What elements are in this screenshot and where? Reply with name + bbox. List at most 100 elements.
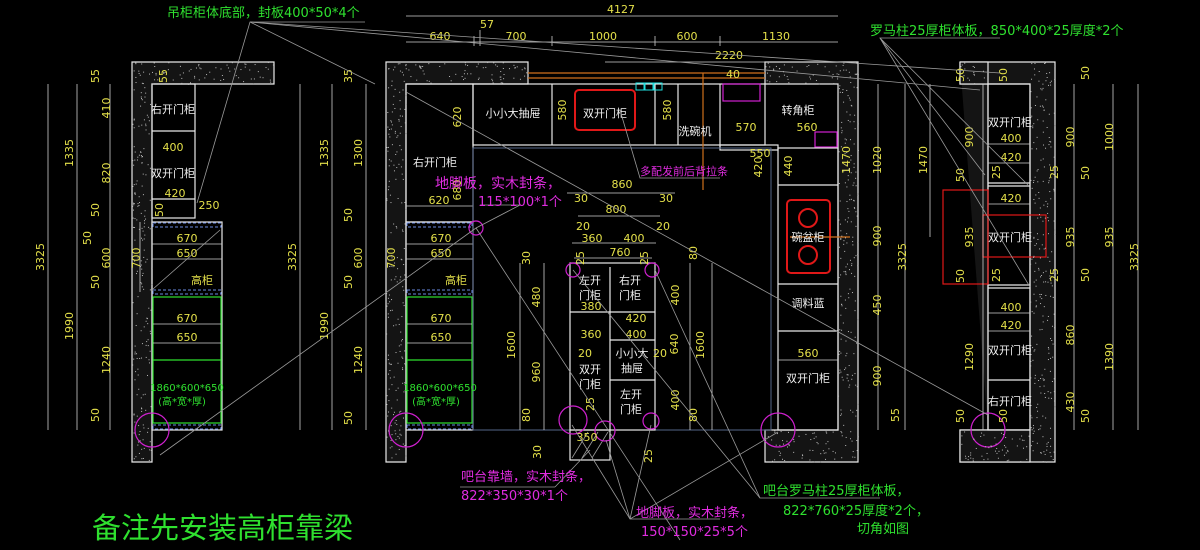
note-hanging-panel: 吊柜柜体底部，封板400*50*4个 bbox=[167, 5, 360, 21]
concrete-speckle bbox=[132, 217, 134, 219]
concrete-speckle bbox=[1050, 146, 1052, 148]
concrete-speckle bbox=[1005, 452, 1007, 454]
cabinet-label: 高柜 bbox=[445, 273, 467, 287]
concrete-speckle bbox=[149, 330, 151, 332]
concrete-speckle bbox=[1033, 255, 1035, 257]
concrete-speckle bbox=[841, 303, 843, 305]
concrete-speckle bbox=[1049, 452, 1051, 454]
concrete-speckle bbox=[400, 276, 402, 278]
concrete-speckle bbox=[793, 439, 795, 441]
concrete-speckle bbox=[1051, 380, 1053, 382]
concrete-speckle bbox=[813, 437, 815, 439]
concrete-speckle bbox=[828, 448, 830, 450]
concrete-speckle bbox=[223, 78, 225, 80]
concrete-speckle bbox=[153, 62, 155, 64]
concrete-speckle bbox=[846, 111, 848, 113]
concrete-speckle bbox=[209, 71, 211, 73]
concrete-speckle bbox=[843, 69, 845, 71]
concrete-speckle bbox=[1054, 406, 1056, 408]
concrete-speckle bbox=[220, 68, 222, 70]
dim-text: 1990 bbox=[318, 312, 331, 340]
concrete-speckle bbox=[404, 382, 406, 384]
concrete-speckle bbox=[1042, 272, 1044, 274]
concrete-speckle bbox=[844, 142, 846, 144]
concrete-speckle bbox=[514, 67, 516, 69]
concrete-speckle bbox=[1041, 105, 1043, 107]
concrete-speckle bbox=[857, 195, 859, 197]
concrete-speckle bbox=[138, 125, 140, 127]
concrete-speckle bbox=[983, 434, 985, 436]
concrete-speckle bbox=[834, 452, 836, 454]
concrete-speckle bbox=[419, 66, 421, 68]
concrete-speckle bbox=[842, 89, 844, 91]
concrete-speckle bbox=[1045, 147, 1047, 149]
concrete-speckle bbox=[968, 456, 970, 458]
concrete-speckle bbox=[262, 77, 264, 79]
concrete-speckle bbox=[1040, 452, 1042, 454]
concrete-speckle bbox=[838, 88, 840, 90]
concrete-speckle bbox=[840, 238, 842, 240]
concrete-speckle bbox=[771, 460, 773, 462]
concrete-speckle bbox=[1044, 247, 1046, 249]
concrete-speckle bbox=[391, 124, 393, 126]
dim-text: 400 bbox=[669, 285, 682, 306]
concrete-speckle bbox=[502, 67, 504, 69]
dim-text: 935 bbox=[963, 227, 976, 248]
concrete-speckle bbox=[450, 80, 452, 82]
concrete-speckle bbox=[143, 427, 145, 429]
concrete-speckle bbox=[135, 456, 137, 458]
concrete-speckle bbox=[839, 369, 841, 371]
concrete-speckle bbox=[401, 316, 403, 318]
concrete-speckle bbox=[1032, 359, 1034, 361]
concrete-speckle bbox=[221, 74, 223, 76]
concrete-speckle bbox=[852, 236, 854, 238]
concrete-speckle bbox=[852, 184, 854, 186]
size-label: 1860*600*650 bbox=[403, 383, 477, 394]
concrete-speckle bbox=[843, 62, 845, 64]
concrete-speckle bbox=[190, 68, 192, 70]
concrete-speckle bbox=[1034, 374, 1036, 376]
concrete-speckle bbox=[524, 68, 526, 70]
note-bar-wall: 吧台靠墙，实木封条， bbox=[461, 469, 591, 485]
dim-text: 50 bbox=[342, 208, 355, 222]
concrete-speckle bbox=[840, 127, 842, 129]
concrete-speckle bbox=[420, 67, 422, 69]
concrete-speckle bbox=[841, 132, 843, 134]
concrete-speckle bbox=[134, 192, 136, 194]
concrete-speckle bbox=[143, 71, 145, 73]
concrete-speckle bbox=[1046, 72, 1048, 74]
concrete-speckle bbox=[226, 64, 228, 66]
concrete-speckle bbox=[856, 386, 858, 388]
concrete-speckle bbox=[1035, 306, 1037, 308]
concrete-speckle bbox=[856, 342, 858, 344]
concrete-speckle bbox=[143, 326, 145, 328]
concrete-speckle bbox=[133, 204, 135, 206]
concrete-speckle bbox=[1008, 459, 1010, 461]
concrete-speckle bbox=[1030, 365, 1032, 367]
dim-text: 900 bbox=[1064, 127, 1077, 148]
concrete-speckle bbox=[386, 198, 388, 200]
concrete-speckle bbox=[395, 178, 397, 180]
concrete-speckle bbox=[786, 446, 788, 448]
concrete-speckle bbox=[1053, 313, 1055, 315]
dim-text: 50 bbox=[89, 408, 102, 422]
concrete-speckle bbox=[138, 73, 140, 75]
concrete-speckle bbox=[141, 275, 143, 277]
concrete-speckle bbox=[1030, 415, 1032, 417]
concrete-speckle bbox=[1030, 107, 1032, 109]
concrete-speckle bbox=[141, 185, 143, 187]
concrete-speckle bbox=[389, 136, 391, 138]
concrete-speckle bbox=[464, 77, 466, 79]
concrete-speckle bbox=[395, 389, 397, 391]
concrete-speckle bbox=[850, 198, 852, 200]
concrete-speckle bbox=[857, 74, 859, 76]
concrete-speckle bbox=[765, 440, 767, 442]
concrete-speckle bbox=[215, 67, 217, 69]
detail-circle bbox=[388, 412, 424, 448]
concrete-speckle bbox=[848, 168, 850, 170]
concrete-speckle bbox=[137, 444, 139, 446]
concrete-speckle bbox=[1038, 380, 1040, 382]
concrete-speckle bbox=[1049, 370, 1051, 372]
concrete-speckle bbox=[142, 272, 144, 274]
concrete-speckle bbox=[826, 432, 828, 434]
